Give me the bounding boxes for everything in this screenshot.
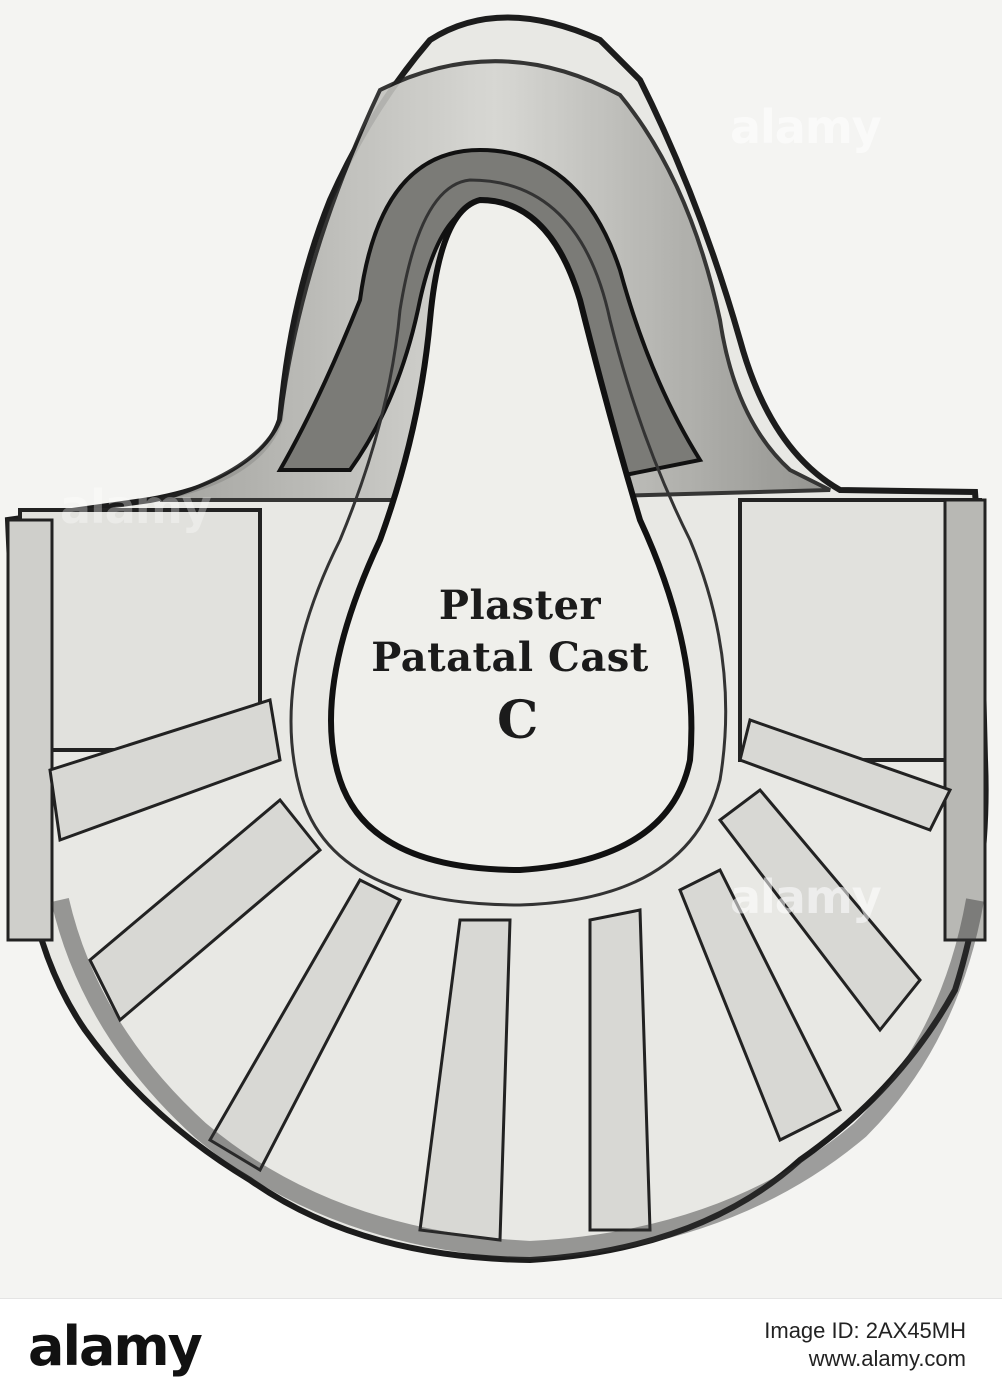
cast-label-plaster: Plaster xyxy=(438,582,602,629)
radial-ribs xyxy=(48,698,953,1242)
plaster-palatal-cast-illustration: Plaster Patatal Cast C alamy alamy alamy xyxy=(0,0,1002,1298)
image-id-text: Image ID: 2AX45MH xyxy=(764,1318,966,1343)
watermark: alamy xyxy=(730,100,882,154)
site-url-text: www.alamy.com xyxy=(808,1346,966,1371)
alamy-logo: alamy xyxy=(28,1315,203,1378)
lower-rim xyxy=(51,897,984,1260)
image-id-block: Image ID: 2AX45MH www.alamy.com xyxy=(764,1317,966,1373)
cast-drawing xyxy=(4,14,989,1264)
left-edge-strip xyxy=(6,518,54,942)
left-side-panel xyxy=(18,508,262,752)
right-side-panel xyxy=(738,498,982,762)
cast-label-letter: C xyxy=(497,690,539,751)
watermark: alamy xyxy=(730,870,882,924)
stock-footer: alamy Image ID: 2AX45MH www.alamy.com xyxy=(0,1298,1002,1391)
watermark: alamy xyxy=(60,480,212,534)
right-edge-strip xyxy=(943,498,987,942)
palatal-cast-body xyxy=(328,196,695,874)
cast-label-palatal-cast: Patatal Cast xyxy=(371,634,649,681)
cast-ring xyxy=(289,178,728,907)
